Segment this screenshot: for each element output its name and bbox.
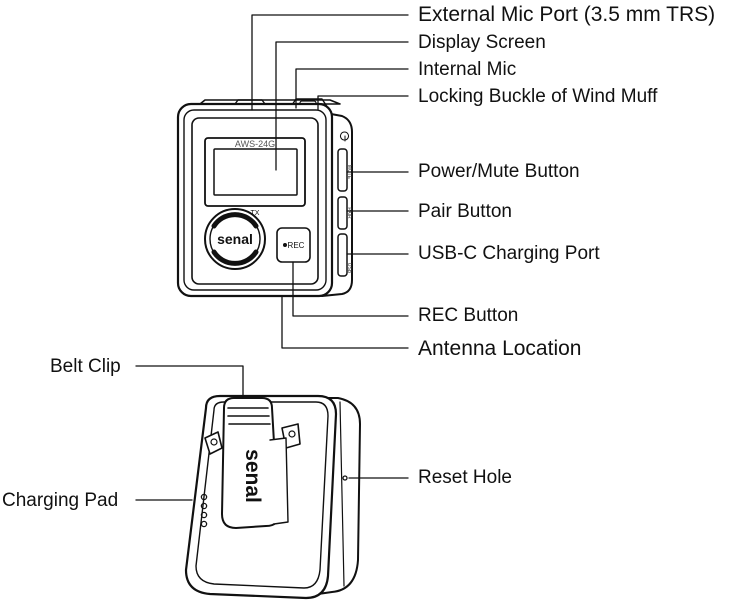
usb-c-port-shape — [337, 233, 348, 277]
power-icon — [340, 131, 349, 142]
transmitter-front-view: AWS-24G TX senal REC MUTE PAIR USB — [176, 98, 353, 298]
label-belt-clip: Belt Clip — [50, 356, 121, 377]
label-pair-button: Pair Button — [418, 201, 512, 222]
display-bezel — [204, 137, 306, 207]
label-power-mute-button: Power/Mute Button — [418, 161, 580, 182]
label-reset-hole: Reset Hole — [418, 467, 512, 488]
label-external-mic-port: External Mic Port (3.5 mm TRS) — [418, 3, 716, 26]
label-rec-button: REC Button — [418, 305, 519, 326]
label-usb-c-port: USB-C Charging Port — [418, 243, 600, 264]
side-label-pair: PAIR — [346, 207, 352, 219]
label-antenna-location: Antenna Location — [418, 337, 582, 360]
tx-text: TX — [251, 210, 260, 217]
label-charging-pad: Charging Pad — [2, 490, 119, 511]
pair-button-shape — [337, 196, 348, 230]
label-locking-buckle: Locking Buckle of Wind Muff — [418, 86, 658, 107]
label-display-screen: Display Screen — [418, 32, 546, 53]
leader-lines-top — [251, 14, 409, 349]
side-label-usb: USB — [346, 263, 352, 274]
reset-hole — [342, 475, 348, 481]
leader-lines-bottom — [135, 365, 409, 501]
transmitter-rear-view: senal — [184, 394, 361, 600]
label-internal-mic: Internal Mic — [418, 59, 517, 80]
charging-pad-contacts — [200, 493, 208, 528]
rec-button-text: REC — [288, 241, 305, 250]
senal-logo-button — [204, 208, 266, 270]
front-panel — [191, 117, 319, 285]
display-screen — [213, 148, 298, 196]
brand-text: senal — [217, 231, 253, 247]
power-mute-button-shape — [337, 148, 348, 192]
clip-brand-text: senal — [241, 449, 264, 503]
model-text: AWS-24G — [235, 139, 275, 149]
transmitter-body — [176, 102, 334, 298]
